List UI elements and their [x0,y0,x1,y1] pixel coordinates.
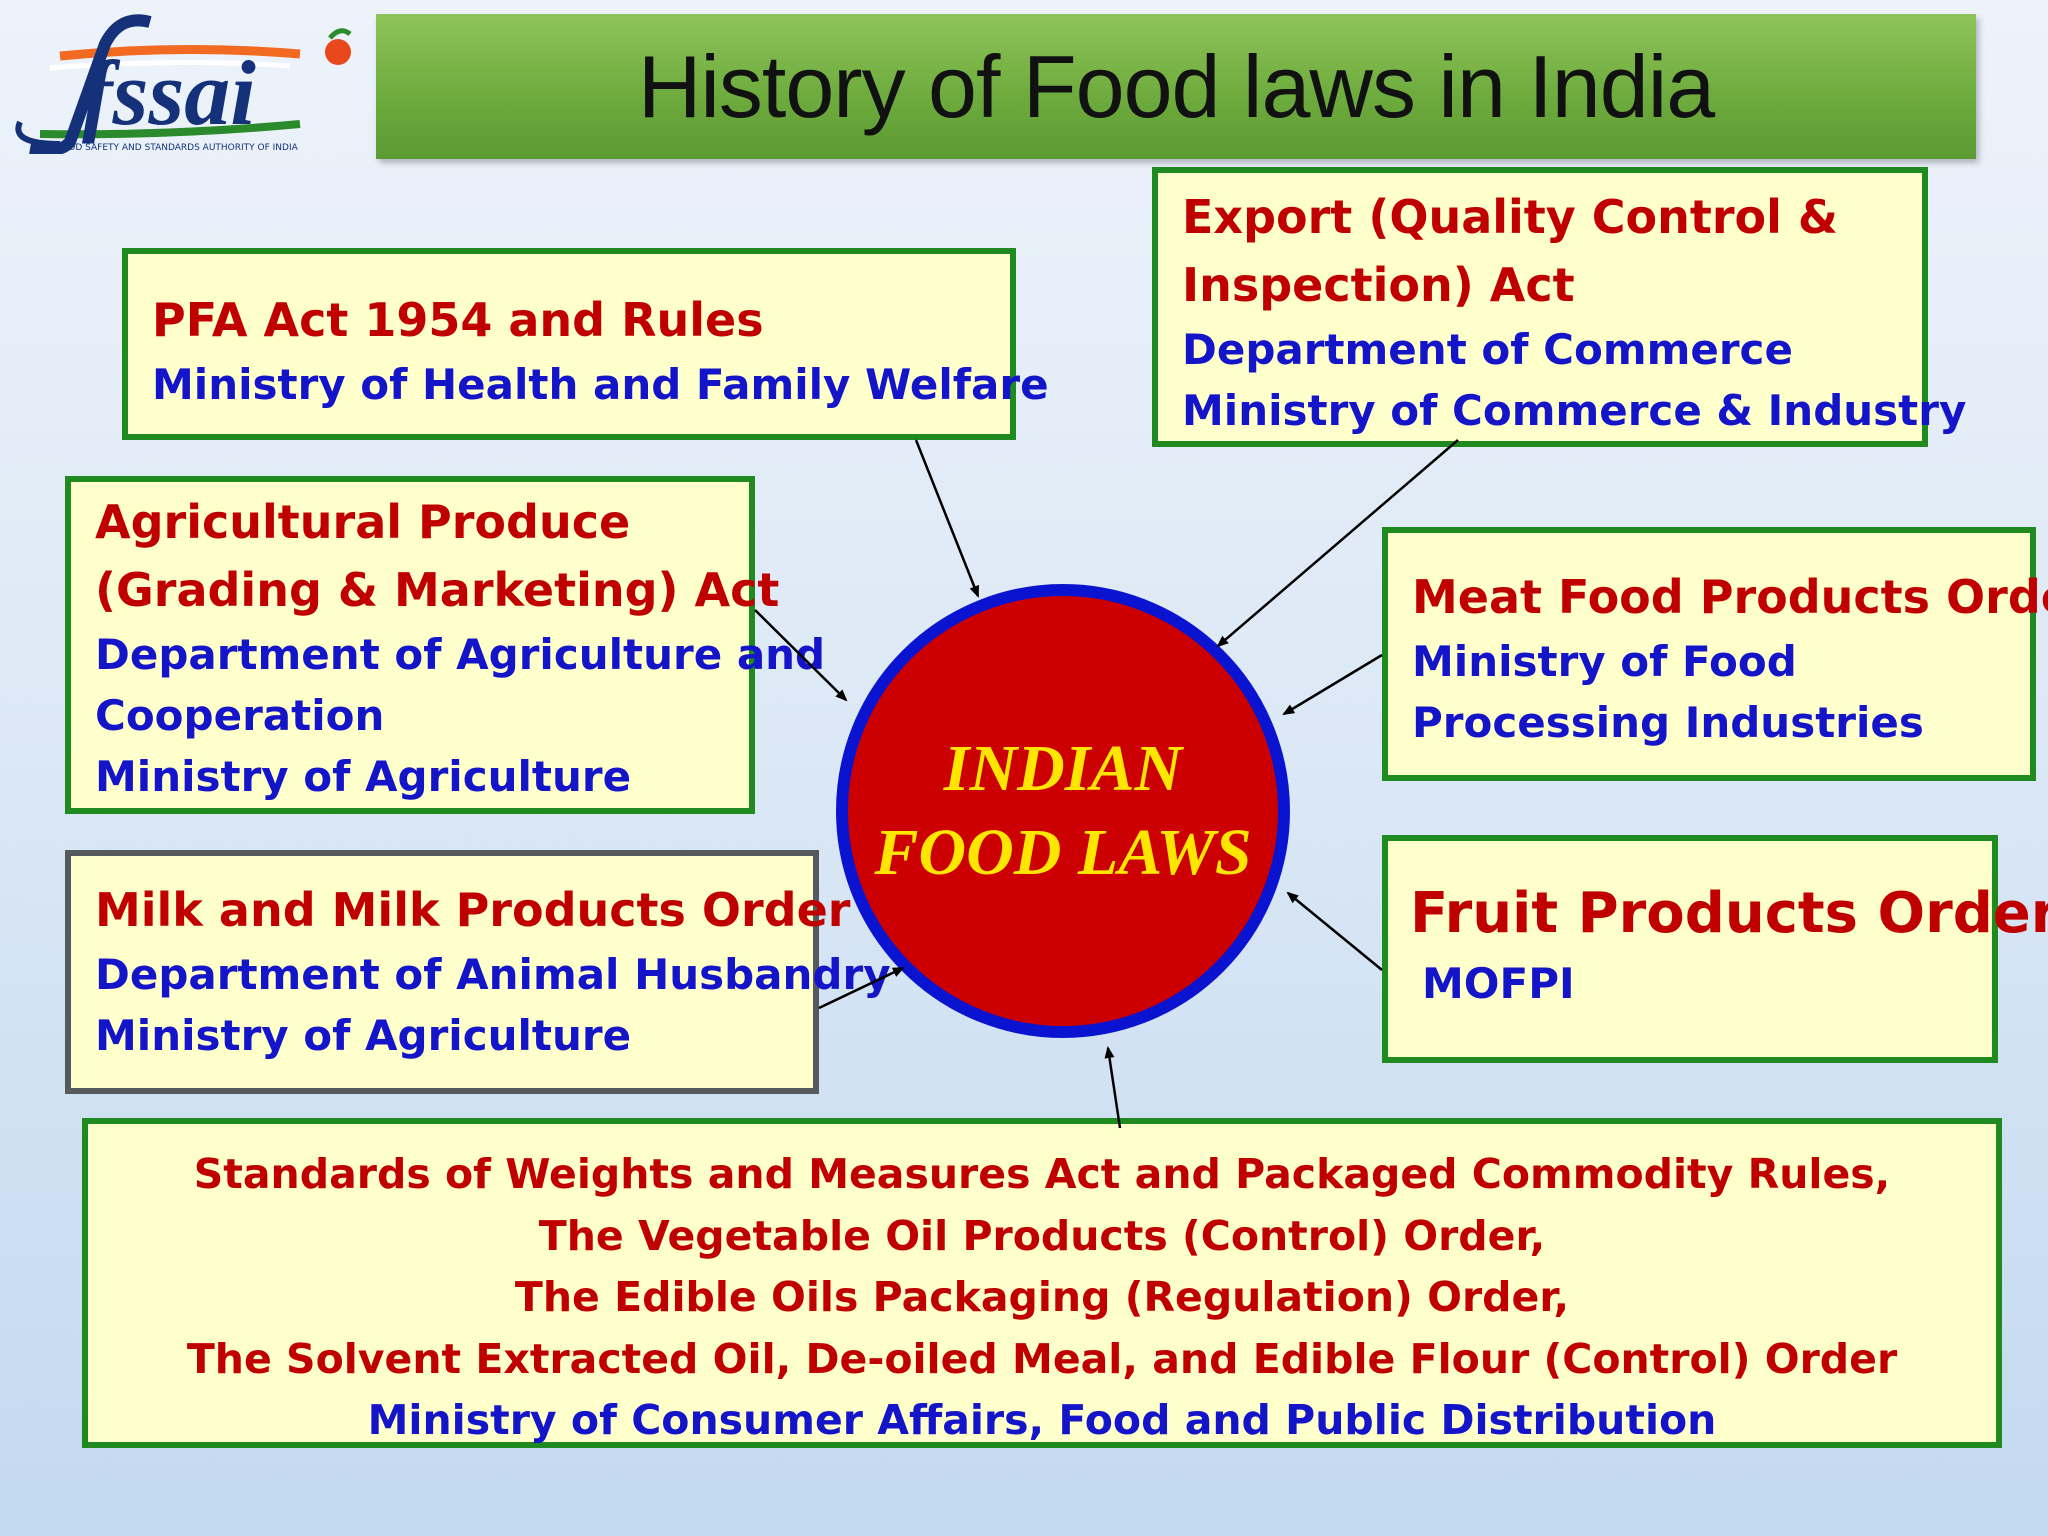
export-title-1: Export (Quality Control & [1182,190,1839,244]
arrow-milk [818,966,905,1010]
title-banner: History of Food laws in India [376,14,1976,159]
fssai-logo: fssai FOOD SAFETY AND STANDARDS AUTHORIT… [0,4,360,154]
page-title: History of Food laws in India [637,36,1715,136]
meat-ministry-1: Ministry of Food [1412,637,1797,686]
arrow-agri [754,609,848,702]
logo-tagline: FOOD SAFETY AND STANDARDS AUTHORITY OF I… [56,143,299,153]
milk-ministry: Ministry of Agriculture [95,1011,632,1060]
circle-line-1: INDIAN [943,732,1183,805]
bottom-line-1: Standards of Weights and Measures Act an… [193,1150,1891,1198]
pfa-ministry: Ministry of Health and Family Welfare [152,360,1049,409]
box-fruit-order: Fruit Products Order MOFPI [1382,835,2048,1063]
export-title-2: Inspection) Act [1182,258,1575,312]
export-ministry: Ministry of Commerce & Industry [1182,386,1967,435]
bottom-line-2: The Vegetable Oil Products (Control) Ord… [538,1211,1546,1260]
logo-wordmark: fssai [82,42,256,144]
bottom-ministry: Ministry of Consumer Affairs, Food and P… [367,1396,1717,1444]
box-meat-order: Meat Food Products Order Ministry of Foo… [1382,527,2048,781]
fruit-ministry: MOFPI [1422,959,1575,1008]
milk-title: Milk and Milk Products Order [95,883,851,937]
meat-title: Meat Food Products Order [1412,570,2048,624]
agri-dept-1: Department of Agriculture and [95,630,826,679]
arrow-meat [1282,653,1383,716]
box-export-act: Export (Quality Control & Inspection) Ac… [1152,167,1967,447]
bottom-line-3: The Edible Oils Packaging (Regulation) O… [514,1273,1570,1321]
arrow-pfa [914,439,980,598]
arrow-bottom [1104,1046,1122,1129]
agri-ministry: Ministry of Agriculture [95,752,632,801]
box-milk-order: Milk and Milk Products Order Department … [65,850,891,1094]
export-dept: Department of Commerce [1182,325,1793,374]
arrow-fruit [1286,891,1383,971]
box-pfa-act: PFA Act 1954 and Rules Ministry of Healt… [122,248,1049,440]
circle-line-2: FOOD LAWS [874,816,1252,889]
box-weights-measures: Standards of Weights and Measures Act an… [82,1118,2002,1448]
pfa-title: PFA Act 1954 and Rules [152,293,764,347]
meat-ministry-2: Processing Industries [1412,698,1924,747]
box-agri-act: Agricultural Produce (Grading & Marketin… [65,476,826,814]
arrow-export [1216,439,1459,648]
agri-dept-2: Cooperation [95,691,385,740]
agri-title-2: (Grading & Marketing) Act [95,563,780,617]
bottom-line-4: The Solvent Extracted Oil, De-oiled Meal… [186,1334,1898,1383]
milk-dept: Department of Animal Husbandry [95,950,891,999]
agri-title-1: Agricultural Produce [95,495,631,549]
fruit-title: Fruit Products Order [1410,881,2048,946]
